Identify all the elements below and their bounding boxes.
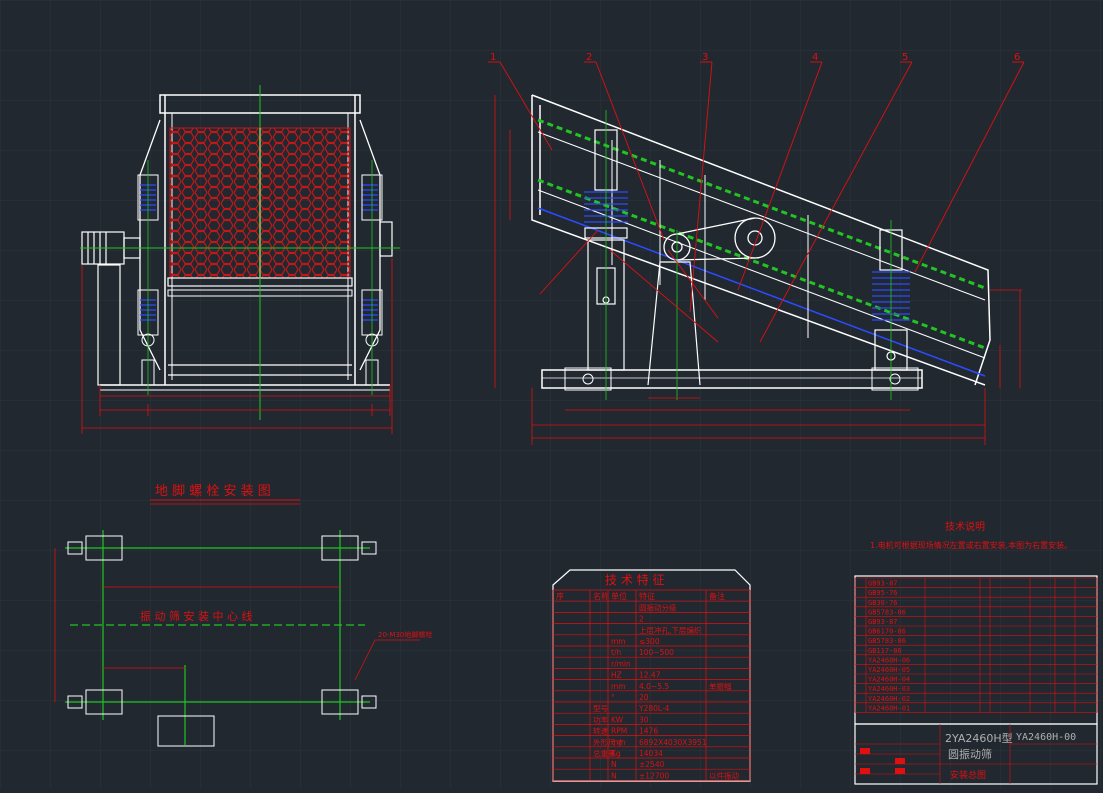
callout-5: 5 xyxy=(902,52,908,63)
part-code: YA2460H-04 xyxy=(868,676,910,684)
part-code: GB93-87 xyxy=(868,580,898,588)
part-code: GB95-76 xyxy=(868,589,898,597)
spec-cell: 6892X4030X3951 xyxy=(639,738,707,747)
parts-list[interactable]: GB93-87GB95-76GB30-76GB5783-86GB93-87GB6… xyxy=(854,575,1098,785)
spec-cell: RPM xyxy=(611,727,627,736)
spec-cell: 外形尺寸 xyxy=(593,737,623,747)
part-code: YA2460H-03 xyxy=(868,685,910,693)
tech-notes: 技术说明 1.电机可根据现场情况左置或右置安装,本图为右置安装。 xyxy=(870,520,1072,550)
machine-name: 圆振动筛 xyxy=(948,747,992,761)
spec-table[interactable]: 技 术 特 征 序 名称单位 特征 备注 圆振动分级 2上层冲孔,下层编织 mm ≤300 t… xyxy=(552,569,751,782)
spec-cell: N xyxy=(611,760,617,769)
spec-table-title: 技 术 特 征 xyxy=(605,572,664,587)
spec-cell: ±12700 xyxy=(639,771,669,780)
spec-cell: 单振幅 xyxy=(709,681,732,691)
spec-cell: 转速 xyxy=(593,726,608,736)
spec-header-cell: 单位 xyxy=(611,591,627,601)
spec-cell: mm xyxy=(611,682,626,691)
tech-notes-line1: 1.电机可根据现场情况左置或右置安装,本图为右置安装。 xyxy=(870,540,1072,550)
spec-cell: 2 xyxy=(639,615,644,624)
spec-cell: 14034 xyxy=(639,749,663,758)
spec-cell: ≤300 xyxy=(639,637,660,646)
spec-cell: 1476 xyxy=(639,727,658,736)
part-code: YA2460H-01 xyxy=(868,704,910,712)
spec-cell: 100~500 xyxy=(639,648,674,657)
part-code: YA2460H-02 xyxy=(868,695,910,703)
spec-cell: ±2540 xyxy=(639,760,665,769)
spec-cell: 功率 xyxy=(593,714,608,724)
spec-cell: mm xyxy=(611,738,626,747)
spec-cell: 上层冲孔,下层编织 xyxy=(639,625,702,635)
part-code: YA2460H-05 xyxy=(868,666,910,674)
part-code: GB93-87 xyxy=(868,618,898,626)
spec-cell: N xyxy=(611,771,617,780)
spec-cell: 以件振动 xyxy=(709,770,739,780)
part-code: GB30-76 xyxy=(868,599,898,607)
part-code: GB5783-86 xyxy=(868,637,906,645)
tech-notes-title: 技术说明 xyxy=(945,520,985,533)
install-centerline-label: 振 动 筛 安 装 中 心 线 xyxy=(140,609,252,623)
model-label: 2YA2460H型 xyxy=(945,731,1013,745)
callout-3: 3 xyxy=(702,52,708,63)
spec-cell: Y280L-4 xyxy=(638,704,670,713)
spec-header-cell: 序 xyxy=(556,591,564,601)
part-code: GB117-86 xyxy=(868,647,902,655)
part-code: YA2460H-06 xyxy=(868,656,910,664)
spec-header-cell: 名称 xyxy=(593,591,609,601)
part-code: GB5783-86 xyxy=(868,608,906,616)
spec-cell: 总重量 xyxy=(593,748,616,758)
spec-cell: 圆振动分级 xyxy=(639,602,677,612)
spec-cell: Kg xyxy=(611,749,621,758)
front-view[interactable] xyxy=(80,85,400,434)
drawing-number: YA2460H-00 xyxy=(1016,732,1076,743)
spec-cell: HZ xyxy=(611,671,622,680)
spec-cell: t/h xyxy=(611,648,621,657)
spec-header-cell: 特征 xyxy=(639,591,655,601)
anchor-bolt-note: 20-M30地脚螺栓 xyxy=(378,630,432,639)
spec-cell: mm xyxy=(611,637,626,646)
spec-cell: KW xyxy=(611,715,624,724)
sheet-name: 安装总图 xyxy=(950,769,986,781)
spec-cell: 12.47 xyxy=(639,671,661,680)
callout-2: 2 xyxy=(586,52,592,63)
spec-cell: 型号 xyxy=(593,704,608,713)
spec-cell: ° xyxy=(611,693,615,702)
callout-6: 6 xyxy=(1014,52,1020,63)
callout-1: 1 xyxy=(490,52,496,63)
spec-cell: 20 xyxy=(639,693,649,702)
spec-cell: 4.0~5.5 xyxy=(639,682,669,691)
part-code: GB6170-86 xyxy=(868,628,906,636)
spec-cell: r/min xyxy=(611,659,631,668)
bolt-plan-view[interactable]: 地 脚 螺 栓 安 装 图 振 xyxy=(54,483,432,747)
spec-cell: 30 xyxy=(639,715,649,724)
bolt-plan-title: 地 脚 螺 栓 安 装 图 xyxy=(155,483,271,499)
callout-4: 4 xyxy=(812,52,818,63)
side-view[interactable]: 1 2 3 4 5 6 xyxy=(488,52,1025,445)
spec-header-cell: 备注 xyxy=(709,591,725,601)
